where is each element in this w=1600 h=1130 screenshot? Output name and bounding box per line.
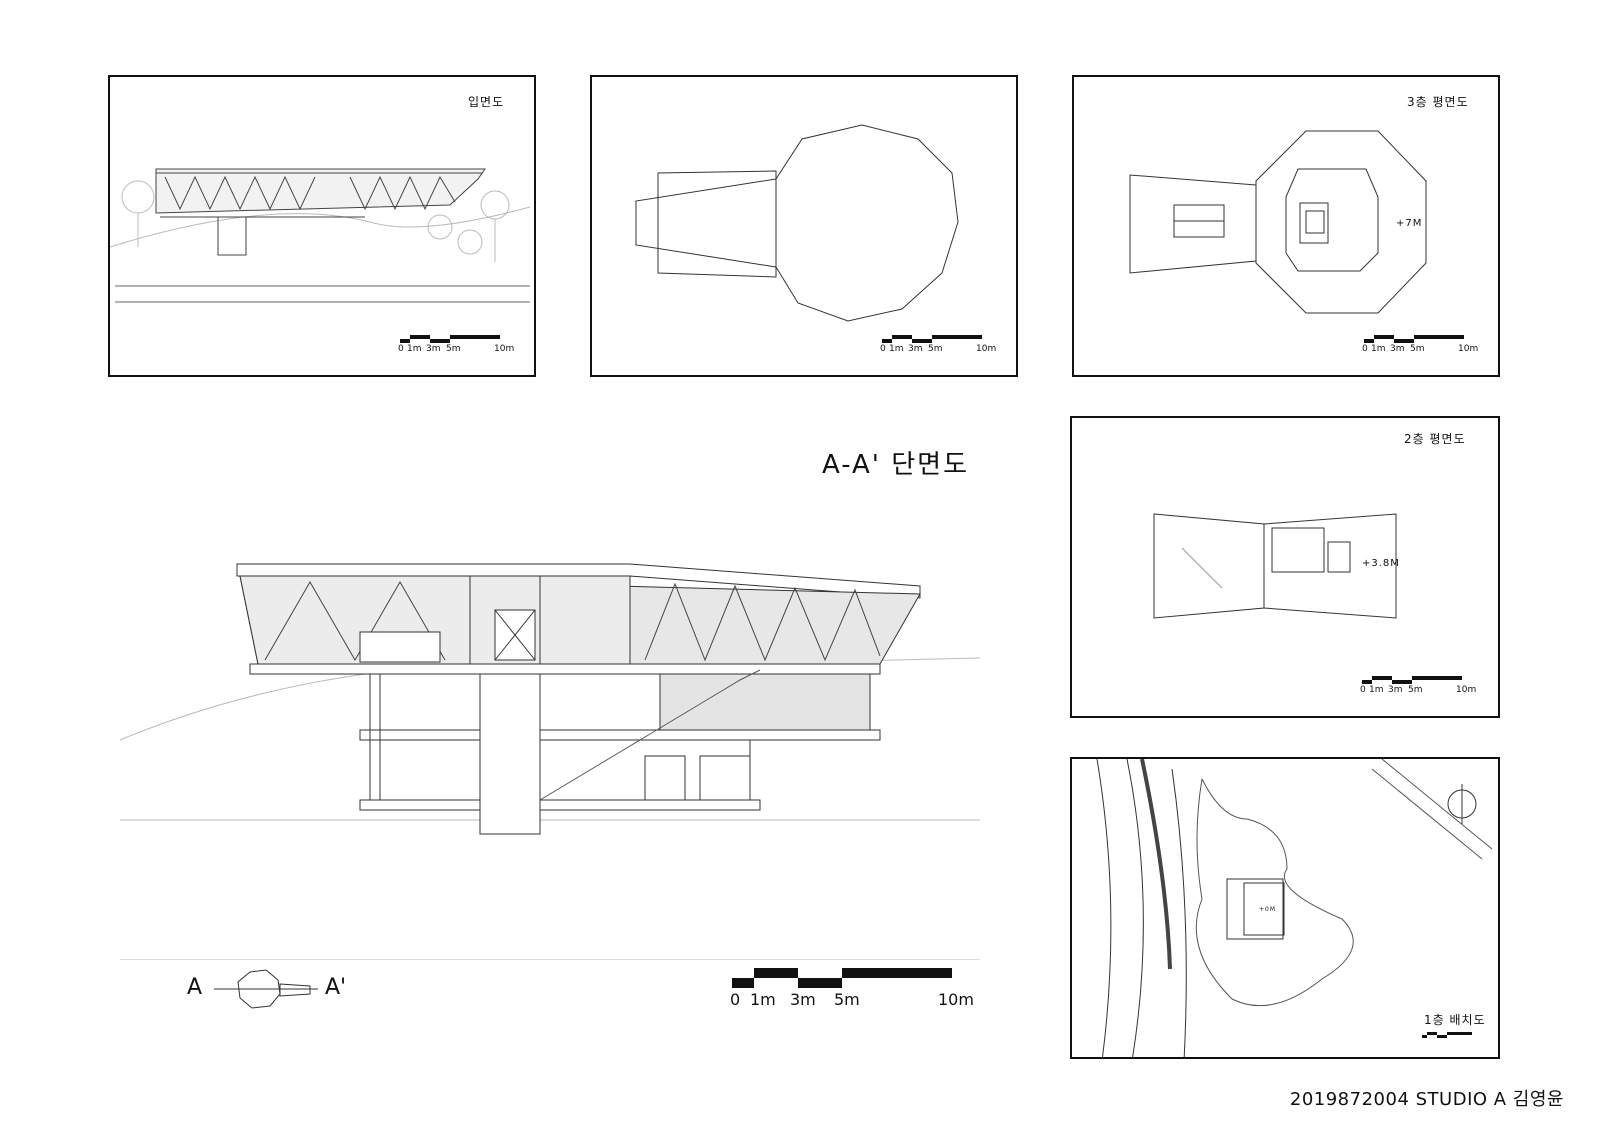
scale-label: 0 [880,344,886,354]
footer-credit: 2019872004 STUDIO A 김영윤 [1289,1089,1564,1110]
scale-label: 3m [1388,685,1403,695]
scale-label: 1m [1371,344,1386,354]
scale-label: 5m [1408,685,1423,695]
floor2-plan-drawing [1153,513,1397,619]
section-title: A-A' 단면도 [822,450,969,480]
section-key-left: A [187,975,203,1000]
scale-label: 5m [928,344,943,354]
scale-label: 10m [494,344,515,354]
scale-bar: 0 1m 3m 5m 10m [1362,333,1478,357]
scale-label: 10m [938,990,974,1009]
scale-label: 5m [446,344,461,354]
panel-title: 입면도 [468,95,505,109]
scale-label: 3m [426,344,441,354]
scale-bar: 0 1m 3m 5m 10m [398,333,514,357]
scale-bar: 0 1m 3m 5m 10m [730,966,974,1009]
scale-bar: 0 1m 3m 5m 10m [880,333,996,357]
level-label: +3.8M [1362,558,1400,569]
scale-bar [1422,1031,1482,1047]
elevation-panel: 입면도 0 1m 3m 5m 10m [108,75,536,377]
scale-label: 1m [1369,685,1384,695]
scale-label: 0 [730,990,741,1009]
panel-title: 1층 배치도 [1424,1013,1486,1027]
roof-plan-panel: 0 1m 3m 5m 10m [590,75,1018,377]
level-label: +0M [1259,906,1277,913]
scale-label: 1m [407,344,422,354]
elevation-drawing [110,168,531,303]
scale-label: 10m [1458,344,1479,354]
scale-label: 10m [1456,685,1477,695]
floor2-plan-panel: 2층 평면도 +3.8M 0 1m 3m 5m 10m [1070,416,1500,718]
scale-label: 1m [889,344,904,354]
section-key-right: A' [325,975,347,1000]
site-plan-panel: +0M 1층 배치도 [1070,757,1500,1059]
section-drawing [119,563,981,960]
floor3-plan-panel: 3층 평면도 +7M 0 1m 3m 5m 10m [1072,75,1500,377]
scale-label: 5m [834,990,860,1009]
scale-label: 5m [1410,344,1425,354]
scale-label: 3m [790,990,816,1009]
scale-label: 3m [908,344,923,354]
scale-label: 1m [750,990,776,1009]
scale-label: 3m [1390,344,1405,354]
scale-label: 0 [398,344,404,354]
level-label: +7M [1396,218,1423,229]
scale-label: 0 [1360,685,1366,695]
roof-plan-drawing [635,124,959,322]
panel-title: 2층 평면도 [1404,432,1466,446]
scale-label: 10m [976,344,997,354]
scale-label: 0 [1362,344,1368,354]
site-plan-drawing [1096,759,1493,1057]
panel-title: 3층 평면도 [1407,95,1469,109]
section-key-plan [214,969,318,1009]
floor3-plan-drawing [1129,130,1427,314]
scale-bar: 0 1m 3m 5m 10m [1360,674,1476,698]
